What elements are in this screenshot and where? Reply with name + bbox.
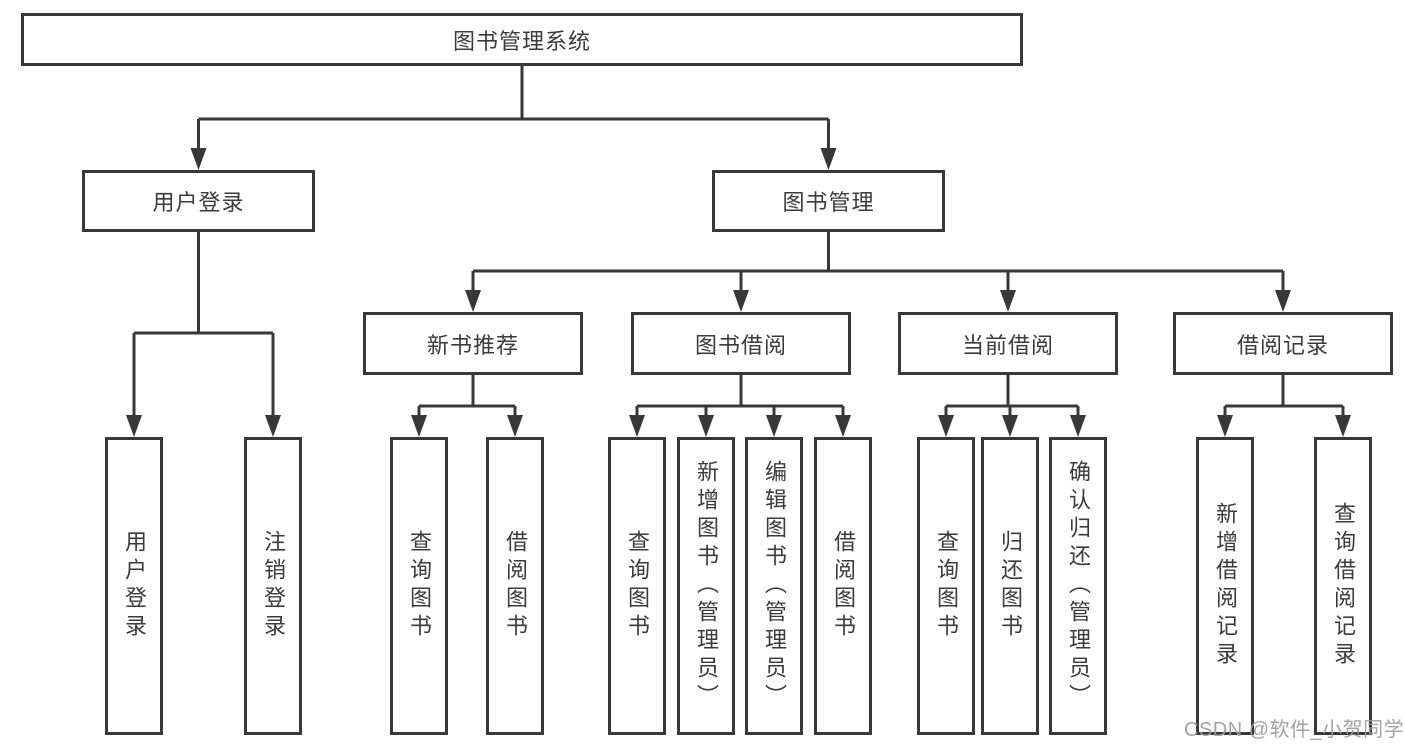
leaf-return-books-label: 归还图书: [998, 530, 1023, 642]
node-book-management: 图书管理: [712, 170, 945, 232]
leaf-borrow-books: 借阅图书: [814, 437, 872, 735]
leaf-query-books-borrow: 查询图书: [608, 437, 666, 735]
leaf-borrow-books-label: 借阅图书: [831, 530, 856, 642]
leaf-logout-label: 注销登录: [261, 530, 286, 642]
node-book-management-label: 图书管理: [782, 190, 875, 215]
leaf-query-books-current: 查询图书: [917, 437, 975, 735]
leaf-confirm-return-admin-label: 确认归还（管理员）: [1066, 460, 1091, 712]
leaf-user-login: 用户登录: [105, 437, 163, 735]
leaf-query-borrow-record-label: 查询借阅记录: [1331, 502, 1356, 670]
leaf-query-books-recommend: 查询图书: [390, 437, 448, 735]
csdn-watermark: CSDN @软件_小贺同学: [1184, 719, 1405, 741]
leaf-add-borrow-record: 新增借阅记录: [1196, 437, 1254, 735]
node-root-system: 图书管理系统: [21, 13, 1023, 66]
leaf-query-books-current-label: 查询图书: [934, 530, 959, 642]
leaf-borrow-books-recommend: 借阅图书: [486, 437, 544, 735]
leaf-edit-books-admin: 编辑图书（管理员）: [745, 437, 803, 735]
leaf-edit-books-admin-label: 编辑图书（管理员）: [762, 460, 787, 712]
leaf-user-login-label: 用户登录: [122, 530, 147, 642]
leaf-logout: 注销登录: [244, 437, 302, 735]
node-current-borrowing-label: 当前借阅: [961, 332, 1054, 358]
leaf-borrow-books-recommend-label: 借阅图书: [503, 530, 528, 642]
node-new-book-recommend-label: 新书推荐: [426, 332, 519, 358]
leaf-return-books: 归还图书: [981, 437, 1039, 735]
node-borrowing-records-label: 借阅记录: [1236, 332, 1329, 358]
leaf-confirm-return-admin: 确认归还（管理员）: [1049, 437, 1107, 735]
node-new-book-recommend: 新书推荐: [363, 312, 583, 375]
node-user-login: 用户登录: [82, 170, 315, 232]
node-borrowing-records: 借阅记录: [1173, 312, 1393, 375]
node-book-borrowing: 图书借阅: [631, 312, 851, 375]
node-current-borrowing: 当前借阅: [898, 312, 1118, 375]
leaf-query-books-borrow-label: 查询图书: [625, 530, 650, 642]
leaf-add-books-admin: 新增图书（管理员）: [677, 437, 735, 735]
node-book-borrowing-label: 图书借阅: [694, 332, 787, 358]
leaf-add-books-admin-label: 新增图书（管理员）: [694, 460, 719, 712]
leaf-add-borrow-record-label: 新增借阅记录: [1213, 502, 1238, 670]
leaf-query-borrow-record: 查询借阅记录: [1314, 437, 1372, 735]
node-root-label: 图书管理系统: [452, 28, 591, 54]
leaf-query-books-recommend-label: 查询图书: [407, 530, 432, 642]
node-user-login-label: 用户登录: [152, 190, 245, 215]
arrowheads: [126, 148, 1351, 437]
